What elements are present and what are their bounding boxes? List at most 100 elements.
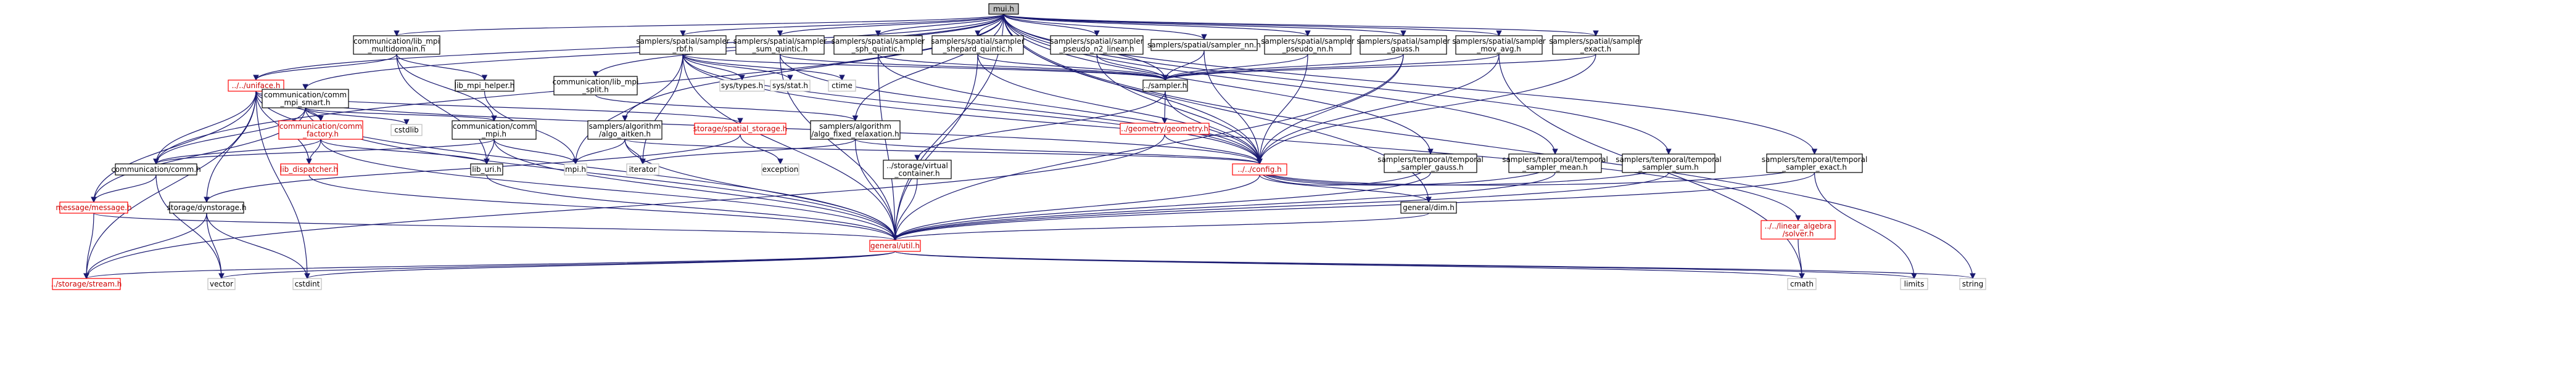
edge-sampler-sum-quintic-h-to-config-h xyxy=(779,54,1263,165)
node-box xyxy=(883,160,952,179)
node-sampler-shepard-quintic-h[interactable]: samplers/spatial/sampler_shepard_quintic… xyxy=(931,35,1025,55)
node-label: vector xyxy=(210,280,233,288)
node-lib-uri-h[interactable]: lib_uri.h xyxy=(470,163,503,176)
node-label: samplers/spatial/sampler_nn.h xyxy=(1147,41,1261,49)
edge-sampler-rbf-h-to-ctime xyxy=(682,54,845,81)
node-box xyxy=(1232,163,1287,176)
node-comm-factory-h[interactable]: communication/comm_factory.h xyxy=(278,120,363,140)
edge-sampler-pseudo-nn-h-to-config-h xyxy=(1257,54,1308,165)
node-algo-fixed-relaxation-h[interactable]: samplers/algorithm/algo_fixed_relaxation… xyxy=(810,120,901,140)
node-sampler-nn-h[interactable]: samplers/spatial/sampler_nn.h xyxy=(1147,39,1261,51)
node-label: ../sampler.h xyxy=(1144,81,1187,90)
edge-algo-aitken-h-to-util-h xyxy=(624,139,898,241)
edge-mui-h-to-sampler-pseudo-nn-h xyxy=(1003,14,1311,36)
node-temporal-sampler-sum-h[interactable]: samplers/temporal/temporal_sampler_sum.h xyxy=(1616,153,1722,173)
node-label: _sampler_exact.h xyxy=(1781,163,1847,171)
node-box xyxy=(1150,39,1258,51)
node-box xyxy=(1050,35,1144,55)
node-box xyxy=(280,163,338,176)
node-label: _multidomain.h xyxy=(367,44,425,53)
node-sampler-sum-quintic-h[interactable]: samplers/spatial/sampler_sum_quintic.h xyxy=(733,35,827,55)
node-string: string xyxy=(1959,278,1986,290)
edge-sampler-rbf-h-to-sys-stat-h xyxy=(682,54,793,81)
node-exception: exception xyxy=(761,163,799,176)
edge-mui-h-to-sampler-mov-avg-h xyxy=(1003,14,1502,36)
node-virtual-container-h[interactable]: ../storage/virtual_container.h xyxy=(883,160,952,179)
node-box xyxy=(719,79,765,92)
edge-comm-mpi-smart-h-to-comm-h xyxy=(153,107,306,165)
node-temporal-sampler-mean-h[interactable]: samplers/temporal/temporal_sampler_mean.… xyxy=(1502,153,1608,173)
node-box xyxy=(292,278,322,290)
edge-sampler-rbf-h-to-sampler-h xyxy=(682,54,1168,81)
node-util-h[interactable]: general/util.h xyxy=(869,240,921,252)
node-solver-h[interactable]: ../../linear_algebra/solver.h xyxy=(1761,220,1836,240)
node-label: _pseudo_nn.h xyxy=(1282,44,1333,53)
edge-uniface-h-to-stream-h xyxy=(83,91,257,279)
node-mui-h[interactable]: mui.h xyxy=(988,3,1019,15)
node-box xyxy=(1384,153,1477,173)
edge-sampler-pseudo-n2-linear-h-to-config-h xyxy=(1096,54,1263,165)
edge-storage-spatial-storage-h-to-exception xyxy=(740,134,783,165)
node-label: ../../linear_algebra xyxy=(1765,222,1832,230)
node-iterator: iterator xyxy=(626,163,659,176)
node-sampler-gauss-h[interactable]: samplers/spatial/sampler_gauss.h xyxy=(1356,35,1450,55)
node-box xyxy=(1766,153,1863,173)
node-lib-mpi-split-h[interactable]: communication/lib_mpi_split.h xyxy=(553,76,639,95)
node-box xyxy=(115,163,197,176)
node-storage-spatial-storage-h[interactable]: storage/spatial_storage.h xyxy=(693,123,788,135)
node-comm-h[interactable]: communication/comm.h xyxy=(111,163,201,176)
node-dim-h[interactable]: general/dim.h xyxy=(1400,201,1457,214)
node-label: _sampler_sum.h xyxy=(1638,163,1699,171)
node-lib-mpi-helper-h[interactable]: lib_mpi_helper.h xyxy=(455,79,515,92)
node-vector: vector xyxy=(207,278,236,290)
edge-comm-factory-h-to-lib-uri-h xyxy=(320,139,490,165)
edge-comm-mpi-h-to-mpi-h xyxy=(493,139,579,165)
node-uniface-h[interactable]: ../../uniface.h xyxy=(228,79,284,92)
node-label: samplers/spatial/sampler xyxy=(636,37,729,46)
node-algo-aitken-h[interactable]: samplers/algorithm/algo_aitken.h xyxy=(587,120,663,140)
node-sampler-mov-avg-h[interactable]: samplers/spatial/sampler_mov_avg.h xyxy=(1452,35,1546,55)
node-comm-mpi-smart-h[interactable]: communication/comm_mpi_smart.h xyxy=(262,89,349,108)
node-label: _sampler_gauss.h xyxy=(1397,163,1463,171)
node-ctime: ctime xyxy=(828,79,856,92)
node-sampler-pseudo-n2-linear-h[interactable]: samplers/spatial/sampler_pseudo_n2_linea… xyxy=(1050,35,1144,55)
node-temporal-sampler-exact-h[interactable]: samplers/temporal/temporal_sampler_exact… xyxy=(1762,153,1868,173)
node-limits: limits xyxy=(1900,278,1928,290)
node-sampler-pseudo-nn-h[interactable]: samplers/spatial/sampler_pseudo_nn.h xyxy=(1261,35,1355,55)
node-box xyxy=(452,120,537,140)
node-box xyxy=(869,240,921,252)
node-sampler-rbf-h[interactable]: samplers/spatial/sampler_rbf.h xyxy=(636,35,730,55)
node-box xyxy=(587,120,663,140)
node-stream-h[interactable]: ../storage/stream.h xyxy=(51,278,122,290)
node-temporal-sampler-gauss-h[interactable]: samplers/temporal/temporal_sampler_gauss… xyxy=(1377,153,1484,173)
edge-mui-h-to-sampler-gauss-h xyxy=(1003,14,1406,36)
node-box xyxy=(59,201,128,214)
node-sampler-exact-h[interactable]: samplers/spatial/sampler_exact.h xyxy=(1549,35,1643,55)
edge-util-h-to-vector xyxy=(218,251,896,279)
edge-mui-h-to-lib-mpi-multidomain-h xyxy=(394,14,1004,36)
node-label: samplers/temporal/temporal xyxy=(1377,155,1484,164)
node-sampler-h[interactable]: ../sampler.h xyxy=(1142,79,1188,92)
edge-mui-h-to-temporal-sampler-sum-h xyxy=(1003,14,1672,155)
edge-mui-h-to-string xyxy=(1003,14,1976,279)
edge-sampler-mov-avg-h-to-sampler-h xyxy=(1162,54,1500,81)
edge-sampler-h-to-virtual-container-h xyxy=(914,91,1166,161)
edge-sampler-gauss-h-to-sampler-h xyxy=(1162,54,1404,81)
node-lib-dispatcher-h[interactable]: lib_dispatcher.h xyxy=(280,163,338,176)
edge-sampler-h-to-config-h xyxy=(1165,91,1263,165)
node-comm-mpi-h[interactable]: communication/comm_mpi.h xyxy=(452,120,537,140)
edge-mui-h-to-uniface-h xyxy=(253,14,1004,81)
edge-message-h-to-stream-h xyxy=(83,213,94,279)
node-config-h[interactable]: ../../config.h xyxy=(1232,163,1287,176)
node-message-h[interactable]: message/message.h xyxy=(56,201,132,214)
node-lib-mpi-multidomain-h[interactable]: communication/lib_mpi_multidomain.h xyxy=(353,35,440,55)
edge-sampler-mov-avg-h-to-config-h xyxy=(1257,54,1500,165)
node-dynstorage-h[interactable]: storage/dynstorage.h xyxy=(167,201,247,214)
edge-sampler-pseudo-nn-h-to-sampler-h xyxy=(1162,54,1308,81)
node-sampler-sph-quintic-h[interactable]: samplers/spatial/sampler_sph_quintic.h xyxy=(832,35,925,55)
node-label: lib_uri.h xyxy=(472,165,502,174)
edge-temporal-sampler-sum-h-to-util-h xyxy=(892,172,1669,241)
edge-config-h-to-util-h xyxy=(892,174,1260,241)
node-box xyxy=(278,120,363,140)
node-geometry-h[interactable]: ../geometry/geometry.h xyxy=(1120,123,1210,135)
